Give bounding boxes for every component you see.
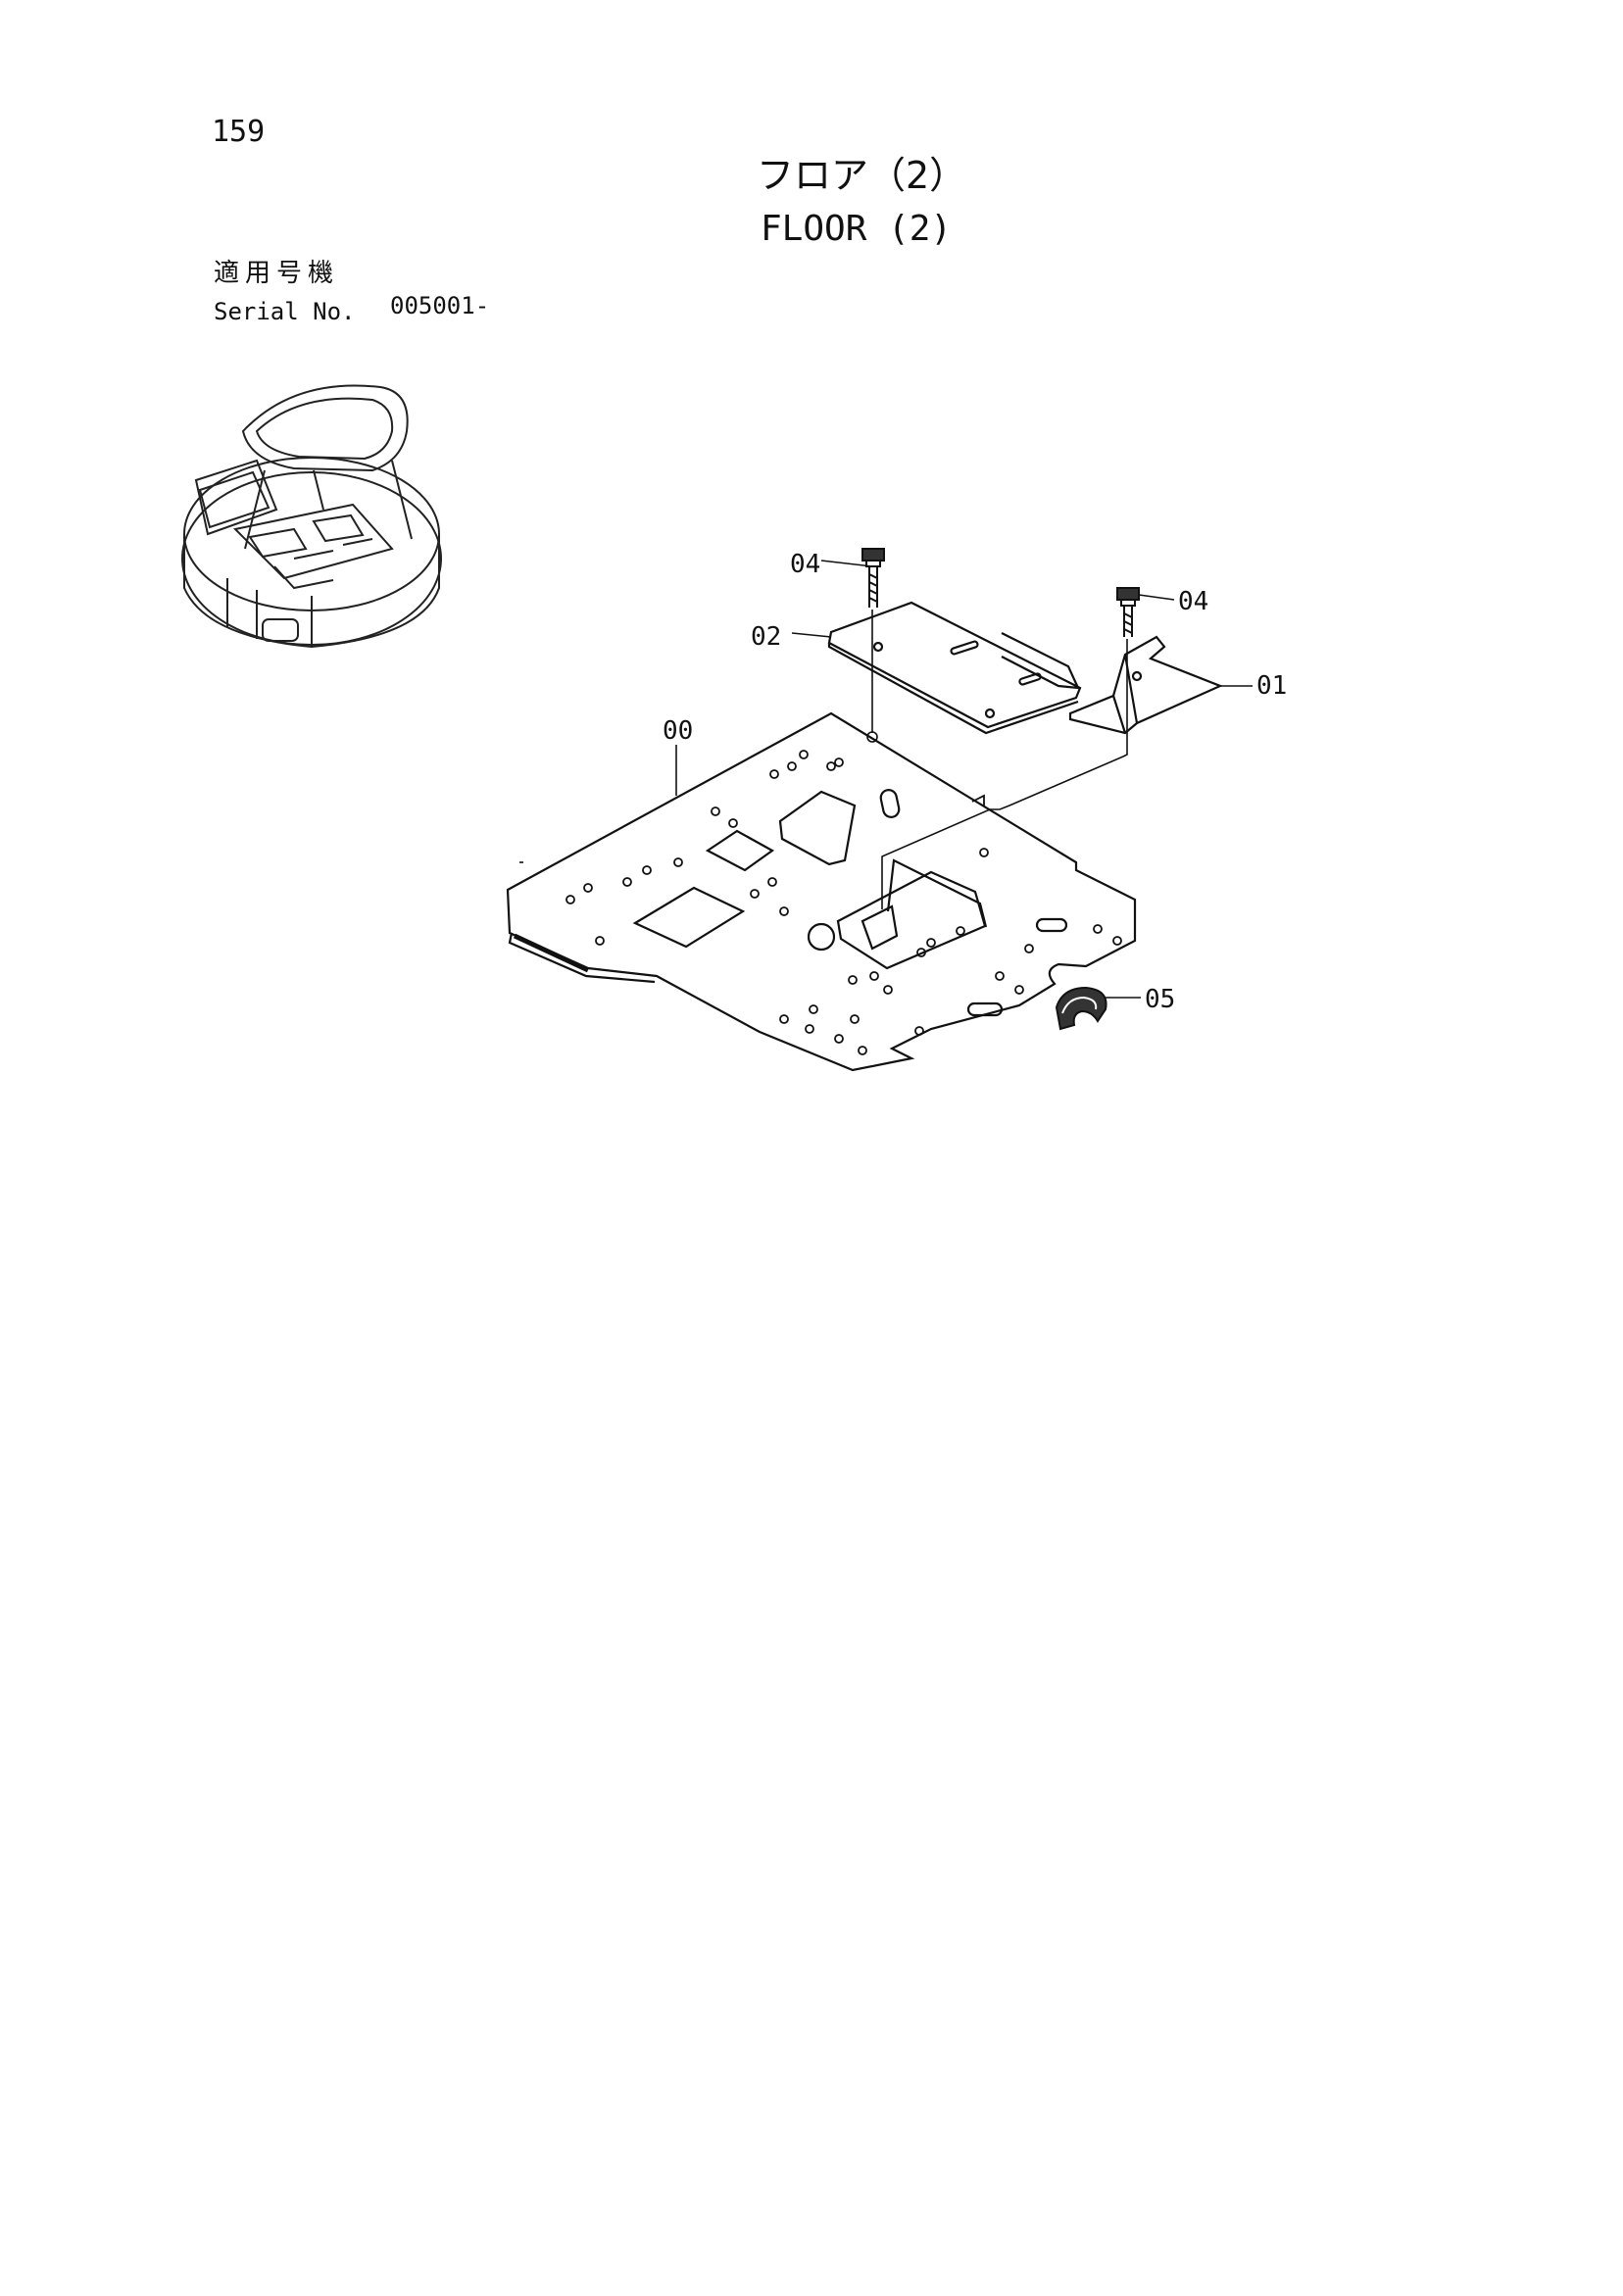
callout-05: 05 — [1145, 985, 1175, 1014]
serial-range: 005001- — [390, 292, 490, 319]
machine-locator-illustration — [181, 384, 442, 649]
page-title-english: FLOOR (2) — [761, 209, 953, 249]
cover-plate-02 — [827, 601, 1082, 735]
bolt-04-left — [861, 548, 885, 608]
floor-plate-00 — [506, 711, 1137, 1072]
serial-label-japanese: 適用号機 — [214, 259, 340, 288]
serial-label-english: Serial No. — [214, 298, 356, 325]
leader-lines — [519, 560, 1253, 999]
callout-01: 01 — [1256, 671, 1287, 701]
grommet-05 — [1055, 986, 1107, 1031]
callout-02: 02 — [751, 622, 781, 652]
page-number: 159 — [212, 115, 266, 149]
callout-00: 00 — [663, 716, 693, 746]
bolt-04-right — [1116, 587, 1140, 637]
page-title-japanese: フロア（2） — [757, 154, 967, 197]
cover-plate-01 — [1068, 635, 1223, 735]
callout-04-left: 04 — [790, 550, 820, 579]
callout-04-right: 04 — [1178, 587, 1208, 616]
floor-plate-holes — [566, 750, 1122, 1055]
